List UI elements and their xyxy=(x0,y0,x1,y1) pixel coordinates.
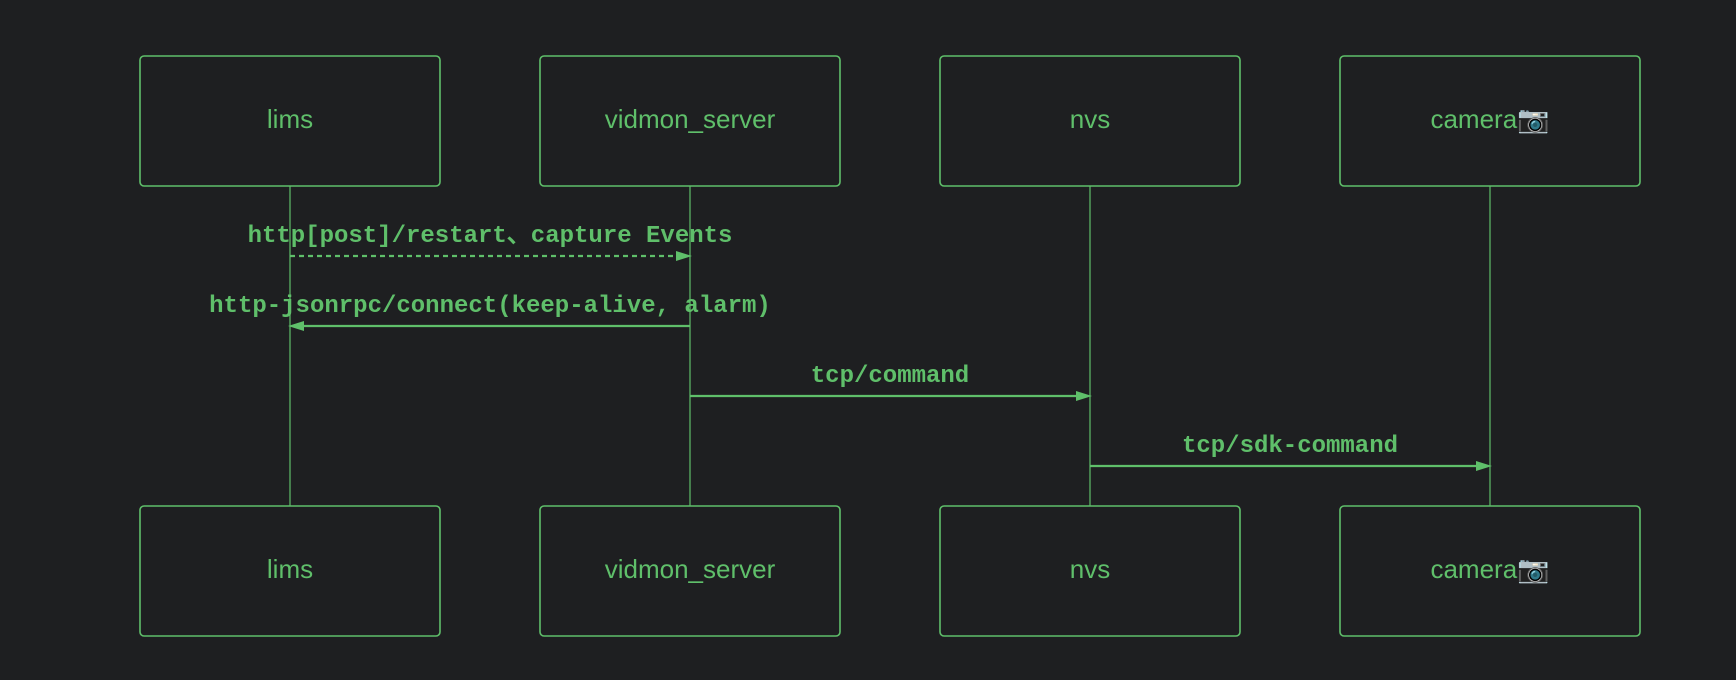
actor-bottom-vidmon-server: vidmon_server xyxy=(539,505,841,637)
message-restart-capture-label: http[post]/restart、capture Events xyxy=(248,223,733,250)
message-tcp-command-label: tcp/command xyxy=(811,363,969,390)
actor-bottom-nvs-label: nvs xyxy=(1070,554,1110,584)
actor-top-nvs: nvs xyxy=(939,55,1241,187)
actor-bottom-lims-label: lims xyxy=(267,554,313,584)
arrowhead-right-icon xyxy=(1476,461,1492,471)
actor-top-nvs-label: nvs xyxy=(1070,104,1110,134)
message-jsonrpc-connect-label: http-jsonrpc/connect(keep-alive, alarm) xyxy=(209,293,771,320)
actor-bottom-nvs: nvs xyxy=(939,505,1241,637)
message-tcp-sdk-command: tcp/sdk-command xyxy=(1090,433,1492,471)
arrowhead-right-icon xyxy=(1076,391,1092,401)
actor-bottom-vidmon-server-label: vidmon_server xyxy=(605,554,776,584)
actor-bottom-lims: lims xyxy=(139,505,441,637)
actor-top-camera-label: camera📷 xyxy=(1430,104,1549,134)
arrowhead-left-icon xyxy=(288,321,304,331)
message-tcp-sdk-command-label: tcp/sdk-command xyxy=(1182,433,1398,460)
message-jsonrpc-connect: http-jsonrpc/connect(keep-alive, alarm) xyxy=(209,293,771,331)
actor-top-lims-label: lims xyxy=(267,104,313,134)
actor-top-vidmon-server: vidmon_server xyxy=(539,55,841,187)
message-restart-capture: http[post]/restart、capture Events xyxy=(248,223,733,261)
actor-top-vidmon-server-label: vidmon_server xyxy=(605,104,776,134)
message-tcp-command: tcp/command xyxy=(690,363,1092,401)
arrowhead-right-icon xyxy=(676,251,692,261)
actor-top-lims: lims xyxy=(139,55,441,187)
actor-bottom-camera-label: camera📷 xyxy=(1430,554,1549,584)
actor-bottom-camera: camera📷 xyxy=(1339,505,1641,637)
actor-top-camera: camera📷 xyxy=(1339,55,1641,187)
